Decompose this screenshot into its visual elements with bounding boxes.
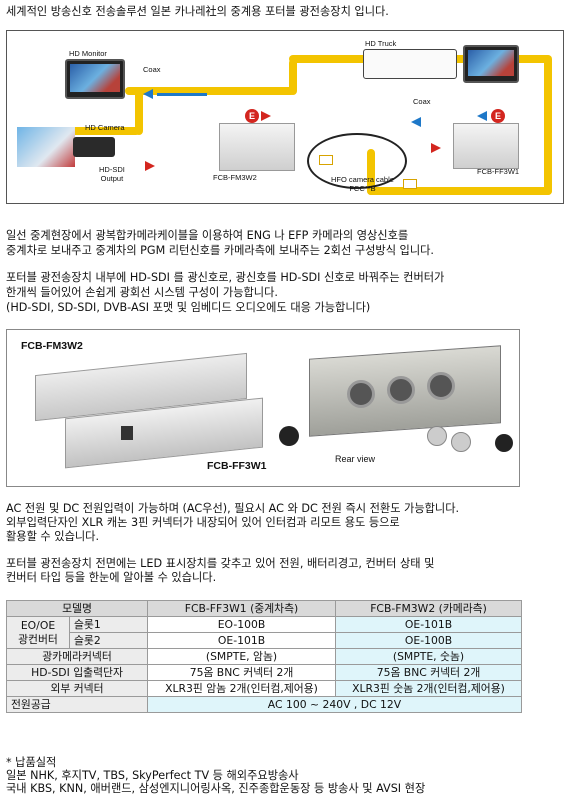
- hd-truck: [363, 49, 457, 79]
- fcb-ff3w1-unit: [453, 123, 519, 169]
- hd-sdi-output-label: HD-SDI Output: [99, 165, 125, 183]
- hfo-cable-coil: [307, 133, 407, 189]
- paragraph-3-line-2: 외부입력단자인 XLR 캐논 3핀 커넥터가 내장되어 있어 인터컴과 리모트 …: [6, 516, 400, 529]
- ext-label: 외부 커넥터: [6, 680, 148, 697]
- table-row: 전원공급 AC 100 ~ 240V , DC 12V: [6, 696, 522, 713]
- table-row: HD-SDI 입출력단자 75옴 BNC 커넥터 2개 75옴 BNC 커넥터 …: [6, 664, 522, 681]
- footer-overseas: 일본 NHK, 후지TV, TBS, SkyPerfect TV 등 해외주요방…: [6, 769, 299, 782]
- eo-badge-right: E: [491, 109, 505, 123]
- red-arrow-left: [145, 161, 155, 171]
- hd-sdi-output-line2: Output: [100, 174, 124, 183]
- table-row: EO/OE 광컨버터 슬롯1 EO-100B OE-101B: [6, 616, 522, 649]
- cable-top-left: [125, 87, 295, 95]
- hd-sdi-output-line1: HD-SDI: [99, 165, 125, 174]
- cable-right: [544, 55, 552, 195]
- rear-view-label: Rear view: [335, 454, 376, 464]
- dust-cap-4: [495, 434, 513, 452]
- ext-fm: XLR3핀 숫놈 2개(인터컴,제어용): [335, 680, 522, 697]
- hfo-cable-line2: FCC**B: [349, 184, 376, 193]
- eo-badge-left: E: [245, 109, 259, 123]
- table-row: 외부 커넥터 XLR3핀 암놈 2개(인터컴,제어용) XLR3핀 숫놈 2개(…: [6, 680, 522, 697]
- cable-camera: [35, 127, 140, 135]
- paragraph-4-line-1: 포터블 광전송장치 전면에는 LED 표시장치를 갖추고 있어 전원, 배터리경…: [6, 557, 435, 570]
- red-arrow-eo-left: [261, 111, 271, 121]
- hfo-cable-label: HFO camera cable FCC**B: [331, 175, 394, 193]
- paragraph-1-line-1: 일선 중계현장에서 광복합카메라케이블을 이용하여 ENG 나 EFP 카메라의…: [6, 229, 409, 242]
- blue-arrow-left: [143, 89, 153, 99]
- eo-oe-line1: EO/OE: [20, 618, 56, 632]
- table-row: 광카메라커넥터 (SMPTE, 암놈) (SMPTE, 숫놈): [6, 648, 522, 665]
- power-value: AC 100 ~ 240V , DC 12V: [147, 696, 522, 713]
- power-label: 전원공급: [6, 696, 148, 713]
- intro-text: 세계적인 방송신호 전송솔루션 일본 카나레社의 중계용 포터블 광전송장치 입…: [6, 5, 389, 18]
- dust-cap-3: [451, 432, 471, 452]
- camera-person-photo: [17, 127, 75, 167]
- hd-truck-label: HD Truck: [365, 39, 397, 48]
- slot1-ff: EO-100B: [147, 616, 336, 633]
- table-header-row: 모델명 FCB-FF3W1 (중계차측) FCB-FM3W2 (카메라측): [6, 600, 522, 617]
- blue-arrow-eo-right: [477, 111, 487, 121]
- paragraph-3-line-1: AC 전원 및 DC 전원입력이 가능하며 (AC우선), 필요시 AC 와 D…: [6, 502, 460, 515]
- camera-connector-fm: (SMPTE, 숫놈): [335, 648, 522, 665]
- eo-oe-group-label: EO/OE 광컨버터: [6, 616, 70, 649]
- camera-connector-label: 광카메라커넥터: [6, 648, 148, 665]
- header-fm3w2: FCB-FM3W2 (카메라측): [335, 600, 522, 617]
- fcb-ff3w1-photo-label: FCB-FF3W1: [207, 460, 267, 472]
- slot1-label: 슬롯1: [69, 616, 148, 633]
- eo-oe-line2: 광컨버터: [18, 632, 58, 646]
- blue-coax-left: [157, 93, 207, 96]
- slot1-fm: OE-101B: [335, 616, 522, 633]
- footer-domestic: 국내 KBS, KNN, 애버랜드, 삼성엔지니어링사옥, 진주종합운동장 등 …: [6, 782, 426, 795]
- fcb-fm3w2-unit: [219, 123, 295, 171]
- paragraph-1-line-2: 중계차로 보내주고 중계차의 PGM 리턴신호를 카메라측에 보내주는 2회선 …: [6, 244, 434, 257]
- blue-arrow-right: [411, 117, 421, 127]
- ext-ff: XLR3핀 암놈 2개(인터컴,제어용): [147, 680, 336, 697]
- dust-cap-1: [279, 426, 299, 446]
- yellow-arrow-right: [403, 179, 417, 189]
- slot2-fm: OE-100B: [335, 632, 522, 649]
- table-row: 슬롯2 OE-101B OE-100B: [7, 632, 522, 649]
- fcb-fm3w2-photo-label: FCB-FM3W2: [21, 340, 83, 352]
- power-switch: [121, 426, 133, 440]
- header-ff3w1: FCB-FF3W1 (중계차측): [147, 600, 336, 617]
- hd-monitor-label: HD Monitor: [69, 49, 107, 58]
- rear-connector-3: [427, 372, 455, 400]
- io-label: HD-SDI 입출력단자: [6, 664, 148, 681]
- spec-table: 모델명 FCB-FF3W1 (중계차측) FCB-FM3W2 (카메라측) EO…: [6, 600, 522, 713]
- hd-monitor: [65, 59, 125, 99]
- header-model: 모델명: [6, 600, 148, 617]
- paragraph-3-line-3: 활용할 수 있습니다.: [6, 530, 100, 543]
- slot2-label: 슬롯2: [69, 632, 148, 649]
- system-diagram: HD Monitor Coax HD Camera HD-SDI Output …: [6, 30, 564, 204]
- paragraph-2-line-1: 포터블 광전송장치 내부에 HD-SDI 를 광신호로, 광신호를 HD-SDI…: [6, 271, 445, 284]
- hfo-cable-line1: HFO camera cable: [331, 175, 394, 184]
- cable-top-middle: [289, 59, 297, 95]
- product-photo: FCB-FM3W2 FCB-FF3W1 Rear view: [6, 329, 520, 487]
- fcb-ff3w1-label: FCB-FF3W1: [477, 167, 520, 176]
- slot2-ff: OE-101B: [147, 632, 336, 649]
- fcb-fm3w2-label: FCB-FM3W2: [213, 173, 257, 182]
- cable-vertical-left: [135, 91, 143, 135]
- truck-monitor: [463, 45, 519, 83]
- io-fm: 75옴 BNC 커넥터 2개: [335, 664, 522, 681]
- rear-connector-1: [347, 380, 375, 408]
- red-arrow-right: [431, 143, 441, 153]
- io-ff: 75옴 BNC 커넥터 2개: [147, 664, 336, 681]
- cable-bottom-right: [367, 187, 552, 195]
- paragraph-4-line-2: 컨버터 타입 등을 한눈에 알아볼 수 있습니다.: [6, 571, 217, 584]
- paragraph-2-line-2: 한개씩 들어있어 손쉽게 광회선 시스템 구성이 가능합니다.: [6, 286, 278, 299]
- hd-camera: [73, 137, 115, 157]
- coax-label-right: Coax: [413, 97, 431, 106]
- camera-connector-ff: (SMPTE, 암놈): [147, 648, 336, 665]
- coax-label-left: Coax: [143, 65, 161, 74]
- footer-title: * 납품실적: [6, 756, 57, 769]
- hd-camera-label: HD Camera: [85, 123, 125, 132]
- yellow-arrow-left: [319, 155, 333, 165]
- paragraph-2-line-3: (HD-SDI, SD-SDI, DVB-ASI 포맷 및 임베디드 오디오에도…: [6, 301, 371, 314]
- dust-cap-2: [427, 426, 447, 446]
- rear-connector-2: [387, 376, 415, 404]
